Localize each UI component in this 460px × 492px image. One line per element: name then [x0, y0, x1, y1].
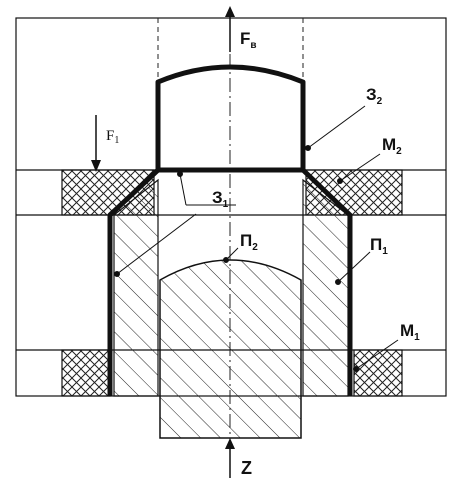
workpiece-right-wall	[301, 168, 353, 396]
ring-m1-left	[61, 349, 111, 397]
ring-m2	[61, 169, 403, 216]
die-p1	[113, 178, 349, 397]
arrow-force-side-head	[91, 160, 101, 172]
leader-m2	[339, 153, 381, 182]
point-m2	[337, 178, 343, 184]
die-p1-left	[113, 178, 159, 397]
leader-p1	[337, 251, 371, 283]
arrow-force-top-head	[225, 6, 235, 17]
guide-lines	[157, 18, 304, 460]
label-p1: П1	[370, 235, 388, 257]
point-p2	[223, 257, 229, 263]
point-z1-top	[177, 171, 183, 177]
ring-m1	[61, 349, 403, 397]
die-p1-right	[302, 178, 349, 397]
workpiece-dome	[155, 64, 306, 170]
leader-m1	[355, 339, 399, 370]
leader-z1-bottom	[116, 213, 197, 275]
label-force-side: F1	[106, 128, 119, 146]
ring-m2-right	[305, 169, 403, 216]
labels: Fв F1 З2 М2 З1 П2 П1 М1 Z	[106, 29, 420, 478]
ring-m1-right	[353, 349, 403, 397]
arrows	[91, 6, 235, 478]
workpiece	[107, 64, 353, 396]
point-p1	[335, 279, 341, 285]
punch-p2	[159, 259, 302, 439]
arrow-z-head	[225, 438, 235, 449]
leader-z2	[307, 105, 366, 149]
label-z1: З1	[212, 188, 229, 210]
point-z2	[305, 145, 311, 151]
point-m1	[353, 366, 359, 372]
label-z-axis: Z	[241, 458, 252, 478]
label-m2: М2	[382, 135, 402, 157]
label-m1: М1	[400, 321, 420, 343]
label-p2: П2	[240, 231, 258, 253]
label-z2: З2	[366, 85, 383, 107]
point-z1-bottom	[114, 271, 120, 277]
leader-z1-top	[179, 173, 187, 206]
label-force-top: Fв	[240, 29, 257, 51]
workpiece-left-wall	[107, 168, 160, 396]
leaders	[114, 105, 399, 372]
